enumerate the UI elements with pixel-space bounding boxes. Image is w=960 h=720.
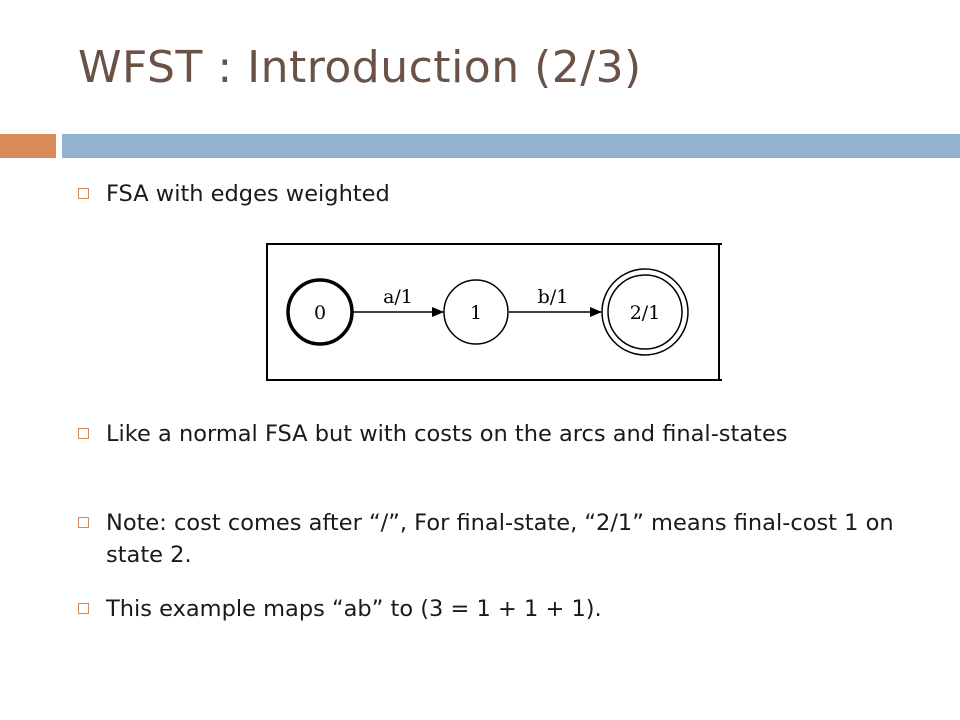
state-1: 1: [443, 279, 509, 345]
bullet-item: Note: cost comes after “/”, For final-st…: [78, 507, 906, 571]
title-underline-accent: [0, 134, 56, 158]
arc-1-to-2-label: b/1: [538, 286, 569, 308]
state-2-final: 2/1: [601, 268, 689, 356]
bullet-square-icon: [78, 603, 89, 614]
state-0: 0: [286, 278, 354, 346]
bullet-text: FSA with edges weighted: [106, 181, 390, 207]
state-1-circle: [443, 279, 509, 345]
slide-title: WFST : Introduction (2/3): [78, 42, 642, 93]
bullet-square-icon: [78, 428, 89, 439]
bullet-item: This example maps “ab” to (3 = 1 + 1 + 1…: [78, 593, 906, 625]
title-underline-bar: [62, 134, 960, 158]
bullet-item: Like a normal FSA but with costs on the …: [78, 418, 906, 450]
fsa-diagram: 0 a/1 1 b/1 2/1: [266, 243, 722, 381]
state-0-circle: [286, 278, 354, 346]
state-0-label: 0: [314, 302, 326, 324]
arc-1-to-2: b/1: [509, 286, 602, 317]
bullet-square-icon: [78, 188, 89, 199]
bullet-item: FSA with edges weighted: [78, 178, 906, 210]
bullet-text: Like a normal FSA but with costs on the …: [106, 421, 788, 447]
state-2-label: 2/1: [630, 302, 661, 324]
bullet-text: This example maps “ab” to (3 = 1 + 1 + 1…: [106, 596, 602, 622]
bullet-square-icon: [78, 517, 89, 528]
arc-0-to-1: a/1: [353, 286, 444, 317]
state-1-label: 1: [470, 302, 482, 324]
state-2-inner-circle: [607, 274, 683, 350]
bullet-text: Note: cost comes after “/”, For final-st…: [106, 510, 894, 568]
state-2-outer-circle: [601, 268, 689, 356]
arc-0-to-1-label: a/1: [383, 286, 413, 308]
